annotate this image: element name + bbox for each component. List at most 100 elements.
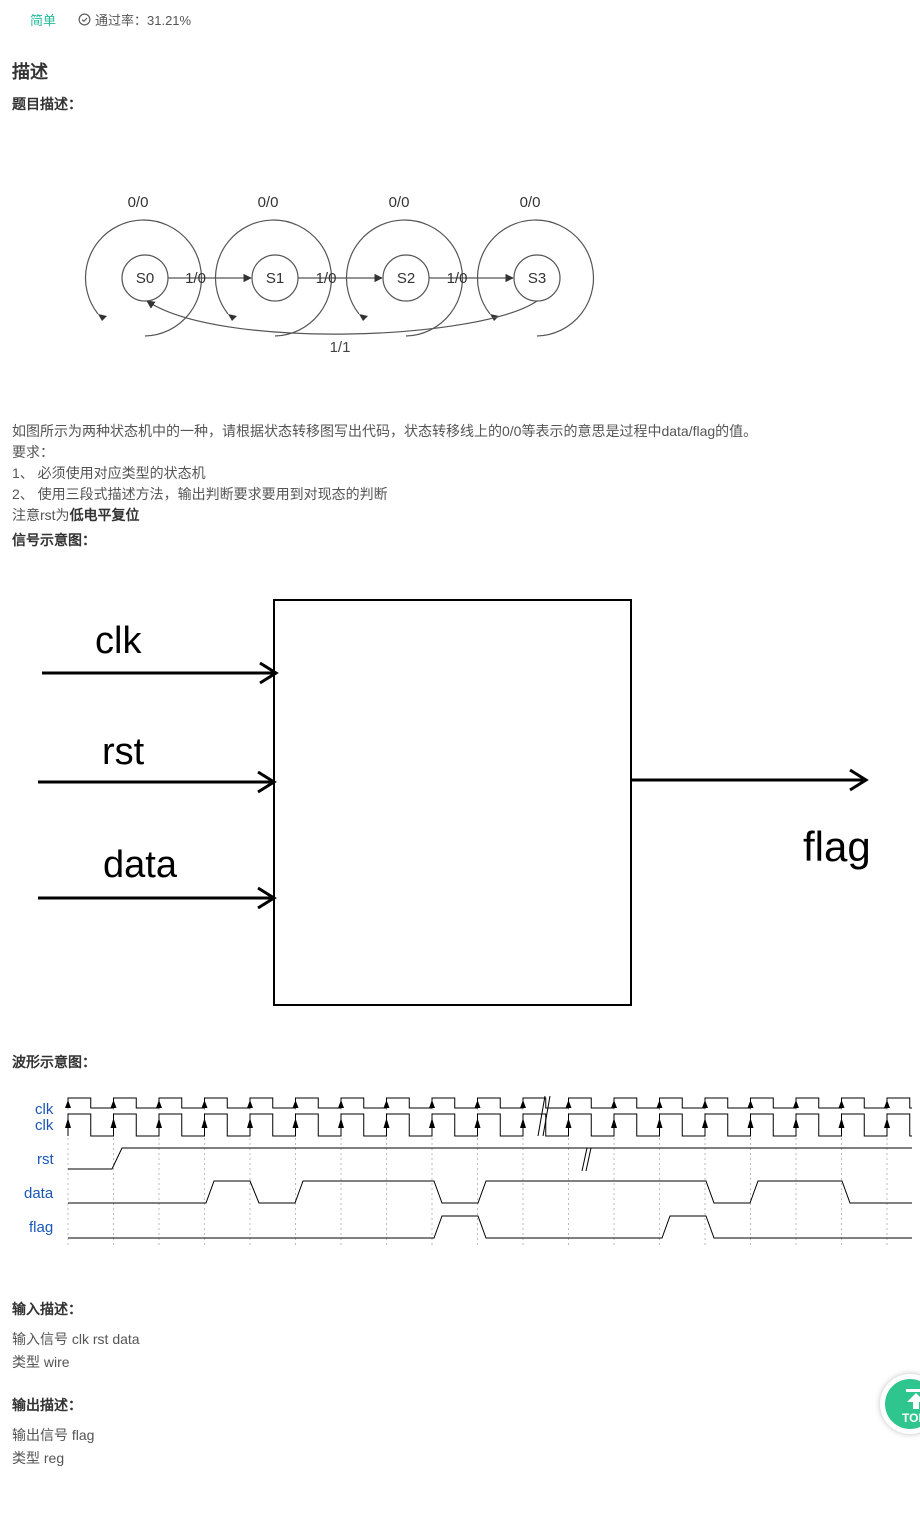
input-desc-line-2: 类型 wire (12, 1354, 70, 1370)
self-loop-s0 (84, 219, 203, 337)
flag-output-arrow (631, 768, 869, 792)
clk-edge-arrow (429, 1118, 435, 1128)
self-loop-arrowhead-s0 (98, 314, 107, 321)
clk-edge-arrow (110, 1118, 117, 1128)
clk-edge-arrow (65, 1118, 71, 1128)
clk-edge-arrow (383, 1118, 390, 1128)
pass-rate-text: 通过率：31.21% (95, 13, 192, 28)
clk-edge-arrow (702, 1100, 708, 1108)
rst-label: rst (102, 731, 145, 773)
waveform-diagram: clk clk rst data flag (24, 1095, 912, 1248)
module-box (273, 599, 632, 1006)
desc-line-3: 1、 必须使用对应类型的状态机 (12, 465, 206, 481)
clk-edge-arrow (110, 1100, 117, 1108)
data-wave (68, 1180, 912, 1204)
clk-edge-arrow (156, 1100, 162, 1108)
clk-edge-arrow (520, 1100, 526, 1108)
input-desc-title: 输入描述： (12, 1301, 82, 1317)
self-loop-label-s0: 0/0 (128, 194, 149, 211)
wave-flag-label: flag (29, 1219, 53, 1236)
clk-edge-arrow (65, 1100, 71, 1108)
clk-edge-arrow (838, 1118, 845, 1128)
clk-edge-arrow (565, 1100, 572, 1108)
clk-label: clk (95, 620, 142, 662)
self-loop-label-s2: 0/0 (389, 194, 410, 211)
clk-edge-arrow (747, 1118, 754, 1128)
clk-edge-arrow (429, 1100, 435, 1108)
output-desc-title: 输出描述： (12, 1397, 82, 1413)
clk-edge-arrow (292, 1100, 299, 1108)
clk-edge-arrow (793, 1118, 799, 1128)
self-loop-s2 (345, 219, 464, 337)
clk-overlay-wave (67, 1097, 912, 1109)
self-loop-arrowhead-s2 (359, 314, 368, 321)
clk-edge-arrow (656, 1100, 663, 1108)
clk-edge-arrow (747, 1100, 754, 1108)
back-to-top-label: TOP (902, 1411, 920, 1425)
desc-line-2: 要求： (12, 444, 54, 460)
clk-edge-arrow (156, 1118, 162, 1128)
output-desc-line-2: 类型 reg (12, 1450, 65, 1466)
clk-edge-arrow (884, 1118, 890, 1128)
wave-data-label: data (24, 1185, 54, 1202)
back-to-top-button[interactable]: TOP (880, 1374, 920, 1434)
clk-edge-arrow (656, 1118, 663, 1128)
clk-edge-arrow (338, 1118, 344, 1128)
transition-label-s0: 1/0 (185, 270, 206, 287)
data-label: data (103, 844, 178, 886)
difficulty-badge: 简单 (30, 13, 57, 28)
clk-wave (67, 1113, 912, 1137)
fsm-diagram: S0 0/0 1/0 S1 0/0 1/0 S2 0/0 1/0 S3 0/0 1/1 (84, 194, 595, 356)
return-label: 1/1 (330, 339, 351, 356)
clk-edge-arrow (292, 1118, 299, 1128)
self-loop-s3 (476, 219, 595, 337)
state-label-s3: S3 (528, 270, 546, 287)
signal-label: 信号示意图： (12, 532, 96, 548)
clk-edge-arrow (838, 1100, 845, 1108)
problem-label: 题目描述： (12, 96, 82, 112)
transition-label-s2: 1/0 (447, 270, 468, 287)
flag-label: flag (803, 823, 871, 870)
clk-edge-arrow (247, 1118, 253, 1128)
block-diagram: clk rst data flag (38, 599, 871, 1006)
data-input-arrow (38, 886, 277, 910)
self-loop-arrowhead-s1 (228, 314, 237, 321)
self-loop-s1 (214, 219, 333, 337)
state-label-s0: S0 (136, 270, 154, 287)
clk-edge-arrow (383, 1100, 390, 1108)
clk-edge-arrow (338, 1100, 344, 1108)
transition-label-s1: 1/0 (316, 270, 337, 287)
wave-clk-label: clk (35, 1117, 54, 1134)
arrow-up-icon (906, 1389, 920, 1409)
state-label-s2: S2 (397, 270, 415, 287)
input-desc-line-1: 输入信号 clk rst data (12, 1331, 140, 1347)
desc-line-5: 注意rst为低电平复位 (12, 507, 140, 523)
rst-wave (68, 1147, 912, 1170)
clk-edge-arrow (201, 1118, 208, 1128)
wave-rst-label: rst (37, 1151, 54, 1168)
wave-clk-overlay-label: clk (35, 1101, 54, 1118)
check-circle-icon (78, 13, 91, 26)
clk-edge-arrow (520, 1118, 526, 1128)
clk-edge-arrow (474, 1118, 481, 1128)
self-loop-label-s1: 0/0 (258, 194, 279, 211)
clk-edge-arrow (565, 1118, 572, 1128)
desc-line-1: 如图所示为两种状态机中的一种，请根据状态转移图写出代码，状态转移线上的0/0等表… (12, 423, 758, 439)
clk-edge-arrow (793, 1100, 799, 1108)
clk-edge-arrow (702, 1118, 708, 1128)
state-label-s1: S1 (266, 270, 284, 287)
self-loop-label-s3: 0/0 (520, 194, 541, 211)
clk-edge-arrow (474, 1100, 481, 1108)
clk-edge-arrow (247, 1100, 253, 1108)
rst-input-arrow (38, 770, 277, 794)
section-title: 描述 (12, 62, 48, 82)
pass-rate: 通过率：31.21% (78, 10, 191, 29)
clk-edge-arrow (611, 1100, 617, 1108)
clk-edge-arrow (884, 1100, 890, 1108)
flag-wave (68, 1215, 912, 1239)
clk-input-arrow (42, 661, 279, 685)
output-desc-line-1: 输出信号 flag (12, 1427, 95, 1443)
clk-edge-arrow (201, 1100, 208, 1108)
time-break-mark (537, 1095, 592, 1172)
return-arc (146, 300, 538, 335)
